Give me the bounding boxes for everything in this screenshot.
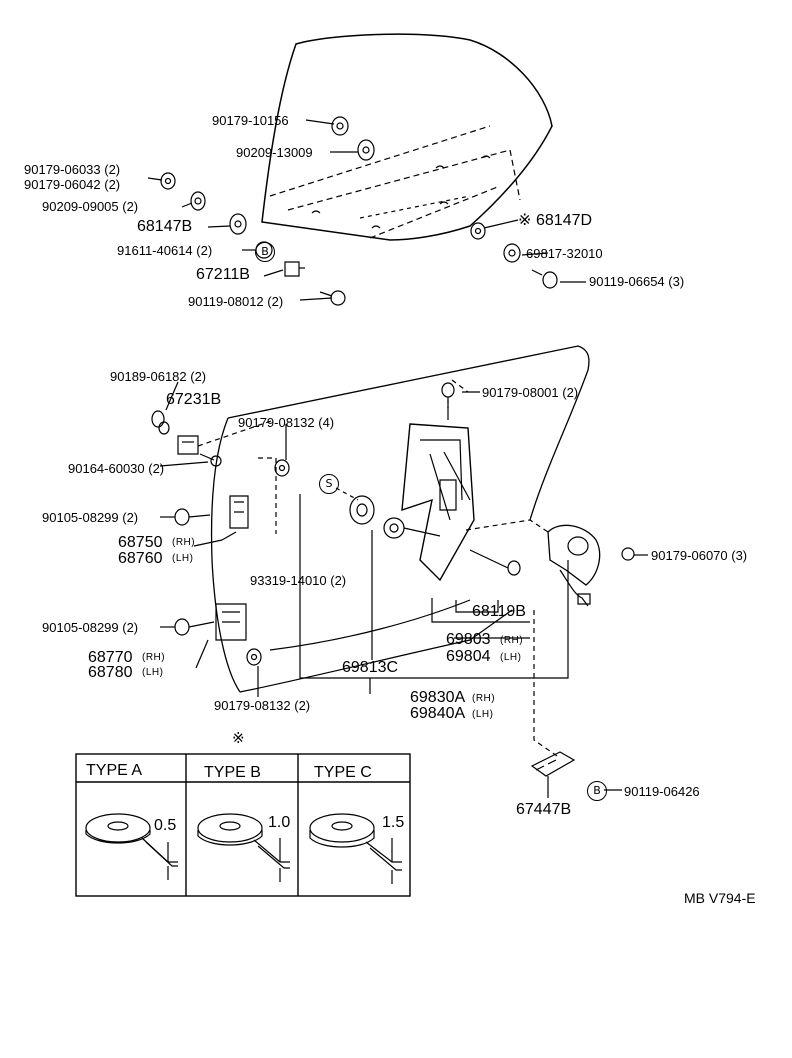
label-90105-08299-b: 90105-08299 (2) — [42, 620, 139, 635]
label-69830A: 69830A — [410, 689, 466, 706]
type-b-thickness: 1.0 — [268, 814, 291, 831]
label-90119-08012: 90119-08012 (2) — [188, 294, 284, 309]
label-69813C: 69813C — [342, 659, 399, 676]
label-68119B: 68119B — [472, 603, 526, 620]
label-90209-09005: 90209-09005 (2) — [42, 199, 139, 214]
label-68760-lh: (LH) — [172, 553, 194, 564]
type-a-header: TYPE A — [86, 762, 143, 779]
label-67447B: 67447B — [516, 801, 572, 818]
label-69830A-rh: (RH) — [472, 693, 496, 704]
label-90179-06033: 90179-06033 (2) — [24, 162, 121, 177]
washer-a — [85, 813, 178, 880]
label-69840A-lh: (LH) — [472, 709, 494, 720]
label-90179-06070: 90179-06070 (3) — [651, 548, 748, 563]
note-mark-68147D: ※ — [518, 210, 532, 229]
label-90179-10156: 90179-10156 — [212, 113, 289, 128]
label-90189-06182: 90189-06182 (2) — [110, 369, 207, 384]
label-68750-rh: (RH) — [172, 537, 196, 548]
label-90179-08132-4: 90179-08132 (4) — [238, 415, 335, 430]
label-90164-60030: 90164-60030 (2) — [68, 461, 165, 476]
type-a-thickness: 0.5 — [154, 817, 177, 834]
type-table — [75, 753, 411, 897]
label-68760: 68760 — [118, 550, 163, 567]
type-c-thickness: 1.5 — [382, 814, 405, 831]
type-c-header: TYPE C — [314, 764, 372, 781]
door-panel — [210, 345, 590, 693]
label-69803: 69803 — [446, 631, 491, 648]
lock-hardware — [151, 381, 290, 697]
b-mark-1: B — [255, 242, 275, 262]
label-90119-06426: 90119-06426 — [624, 784, 700, 799]
glass-hardware — [147, 116, 586, 306]
callout-brackets — [299, 494, 569, 694]
label-90179-08001: 90179-08001 (2) — [482, 385, 579, 400]
label-90179-08132-2: 90179-08132 (2) — [214, 698, 311, 713]
type-b-header: TYPE B — [204, 764, 261, 781]
label-68750: 68750 — [118, 534, 163, 551]
label-69817-32010: 69817-32010 — [526, 246, 603, 261]
label-90179-06042: 90179-06042 (2) — [24, 177, 121, 192]
door-glass — [261, 33, 553, 241]
label-68770-rh: (RH) — [142, 652, 166, 663]
label-67211B: 67211B — [196, 266, 250, 283]
power-window-switch — [530, 751, 622, 798]
label-90105-08299-a: 90105-08299 (2) — [42, 510, 139, 525]
washer-c — [309, 813, 402, 884]
label-69804-lh: (LH) — [500, 652, 522, 663]
label-90209-13009: 90209-13009 — [236, 145, 313, 160]
note-mark-table: ※ — [232, 729, 245, 747]
s-mark: S — [319, 474, 339, 494]
diagram-code: MB V794-E — [684, 890, 756, 906]
label-68770: 68770 — [88, 649, 133, 666]
window-regulator — [335, 379, 648, 759]
label-68147D: 68147D — [536, 212, 593, 229]
label-69840A: 69840A — [410, 705, 466, 722]
label-68147B: 68147B — [137, 218, 193, 235]
label-69804: 69804 — [446, 648, 491, 665]
label-68780-lh: (LH) — [142, 667, 164, 678]
label-68780: 68780 — [88, 664, 133, 681]
b-mark-2: B — [587, 781, 607, 801]
washer-b — [197, 813, 290, 882]
label-67231B: 67231B — [166, 391, 222, 408]
label-91611-40614: 91611-40614 (2) — [117, 243, 213, 258]
label-69803-rh: (RH) — [500, 635, 524, 646]
label-90119-06654: 90119-06654 (3) — [589, 274, 685, 289]
label-93319-14010: 93319-14010 (2) — [250, 573, 347, 588]
